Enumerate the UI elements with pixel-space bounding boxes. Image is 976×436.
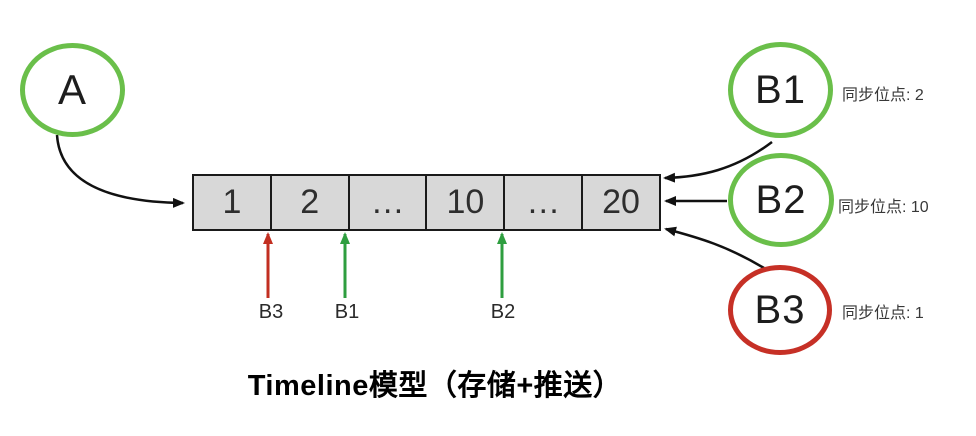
node-a: A [20, 43, 125, 137]
node-b1: B1 [728, 42, 833, 138]
sync-note-b2: 同步位点: 10 [838, 199, 929, 216]
timeline-cell-2: 2 [269, 176, 348, 229]
node-a-label: A [57, 66, 87, 113]
timeline-cell-10: 10 [425, 176, 503, 229]
timeline-cell-ellipsis-2: … [503, 176, 581, 229]
node-b1-label: B1 [755, 67, 806, 112]
sync-note-b1: 同步位点: 2 [842, 87, 924, 104]
node-b3-label: B3 [754, 287, 806, 332]
pointer-label-b1: B1 [334, 301, 360, 323]
pointer-label-b2: B2 [490, 301, 516, 323]
arrow-a-to-timeline [55, 134, 185, 208]
sync-note-b3: 同步位点: 1 [842, 305, 924, 322]
pointer-label-b3: B3 [258, 301, 284, 323]
timeline-cell-ellipsis-1: … [347, 176, 426, 229]
node-b2: B2 [728, 153, 834, 247]
timeline-cell-20: 20 [581, 176, 659, 229]
diagram-title: Timeline模型（存储+推送） [247, 370, 623, 402]
timeline: 1 2 … 10 … 20 [192, 174, 661, 231]
node-b2-label: B2 [755, 177, 807, 222]
node-b3: B3 [728, 265, 832, 355]
timeline-cell-1: 1 [222, 183, 242, 221]
